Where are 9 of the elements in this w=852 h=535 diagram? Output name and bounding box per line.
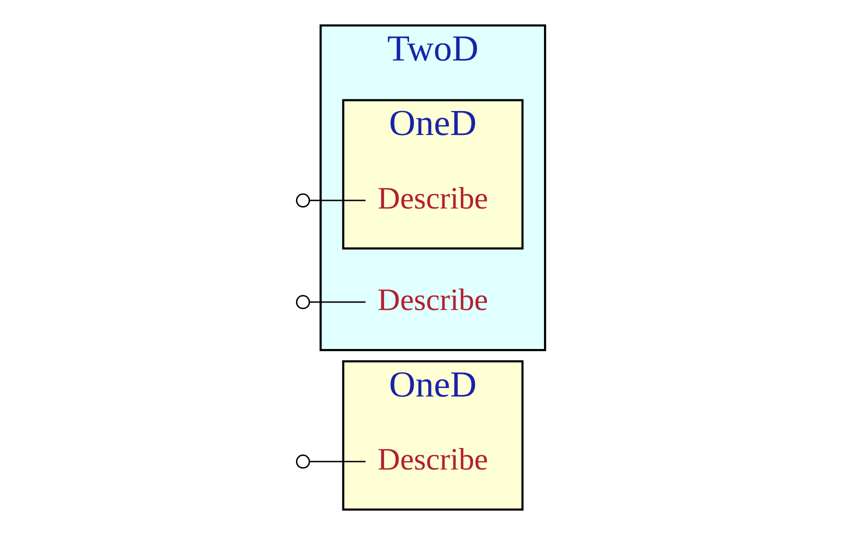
- node-circle: [295, 295, 310, 310]
- connector: [309, 460, 365, 462]
- connector: [309, 301, 365, 303]
- node-text: Describe: [377, 282, 488, 317]
- connector: [309, 200, 365, 202]
- node-text: Describe: [377, 180, 488, 216]
- node-circle: [295, 193, 310, 208]
- node-circle: [295, 454, 310, 469]
- node-text: Describe: [377, 441, 488, 476]
